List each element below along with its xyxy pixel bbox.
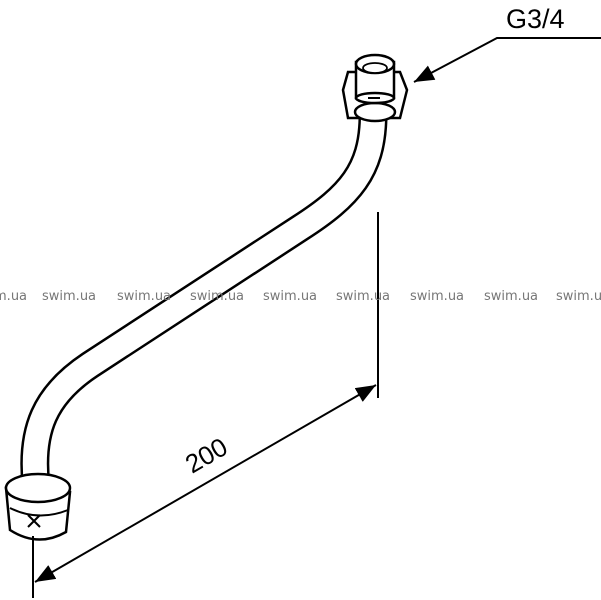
- watermark: swim.ua: [0, 289, 28, 304]
- thread-label: G3/4: [506, 4, 565, 34]
- thread-leader: [413, 37, 601, 83]
- watermark: swim.ua: [336, 289, 391, 304]
- watermark: swim.ua: [410, 289, 465, 304]
- watermark: swim.ua: [117, 289, 172, 304]
- watermark: swim.ua: [42, 289, 97, 304]
- dimension-200: [32, 212, 379, 598]
- top-nut: [341, 53, 409, 123]
- watermark: swim.ua: [263, 289, 318, 304]
- bottom-nut: [4, 472, 72, 541]
- watermark: swim.ua: [484, 289, 539, 304]
- watermark: swim.ua: [190, 289, 245, 304]
- watermark: swim.ua: [556, 289, 601, 304]
